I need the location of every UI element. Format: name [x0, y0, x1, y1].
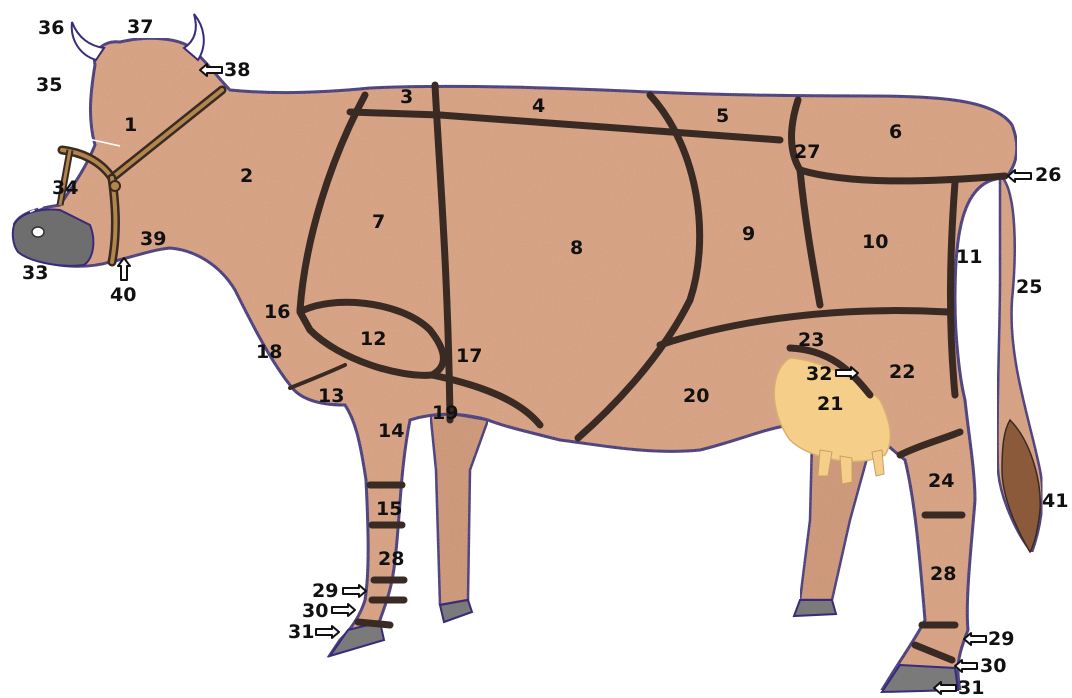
far-hind-leg — [800, 440, 872, 600]
region-label-16: 16 — [264, 301, 290, 323]
region-label-21: 21 — [817, 393, 843, 415]
region-label-14: 14 — [378, 420, 404, 442]
region-label-18: 18 — [256, 341, 282, 363]
region-label-38: 38 — [224, 59, 250, 81]
region-label-33: 33 — [22, 262, 48, 284]
region-label-29-front: 29 — [312, 580, 338, 602]
far-hind-hoof — [794, 600, 836, 616]
region-label-3: 3 — [400, 86, 413, 108]
region-label-5: 5 — [716, 105, 729, 127]
region-label-17: 17 — [456, 345, 482, 367]
far-front-hoof — [440, 600, 472, 622]
region-label-35: 35 — [36, 74, 62, 96]
region-label-40: 40 — [110, 284, 136, 306]
region-label-24: 24 — [928, 470, 954, 492]
arrow-icon — [316, 626, 339, 638]
region-label-30-hind: 30 — [980, 655, 1006, 677]
region-label-12: 12 — [360, 328, 386, 350]
region-label-2: 2 — [240, 165, 253, 187]
nostril — [32, 227, 44, 237]
region-label-28-front: 28 — [378, 548, 404, 570]
region-label-15: 15 — [376, 498, 402, 520]
region-label-41: 41 — [1042, 490, 1068, 512]
region-label-9: 9 — [742, 223, 755, 245]
left-horn — [72, 22, 104, 60]
arrow-icon — [332, 604, 355, 616]
region-label-32: 32 — [806, 363, 832, 385]
halter-ring — [110, 181, 120, 191]
region-label-22: 22 — [889, 361, 915, 383]
far-front-leg — [430, 410, 488, 605]
region-label-10: 10 — [862, 231, 888, 253]
region-label-8: 8 — [570, 237, 583, 259]
region-label-29-hind: 29 — [988, 628, 1014, 650]
region-label-28-hind: 28 — [930, 563, 956, 585]
region-label-7: 7 — [372, 211, 385, 233]
region-label-30-front: 30 — [302, 600, 328, 622]
region-label-23: 23 — [798, 329, 824, 351]
region-label-34: 34 — [52, 177, 78, 199]
region-label-31-hind: 31 — [958, 677, 984, 698]
arrow-icon — [343, 585, 366, 597]
region-label-1: 1 — [124, 114, 137, 136]
region-label-25: 25 — [1016, 276, 1042, 298]
teat — [872, 450, 884, 476]
tail-tuft — [1002, 420, 1040, 552]
region-label-4: 4 — [532, 95, 545, 117]
region-label-6: 6 — [889, 121, 902, 143]
arrow-icon — [1008, 170, 1031, 182]
region-label-27: 27 — [794, 141, 820, 163]
region-label-20: 20 — [683, 385, 709, 407]
teat — [840, 456, 852, 484]
region-label-26: 26 — [1035, 164, 1061, 186]
region-label-39: 39 — [140, 228, 166, 250]
region-label-11: 11 — [956, 246, 982, 268]
region-label-37: 37 — [127, 16, 153, 38]
region-label-36: 36 — [38, 17, 64, 39]
arrow-icon — [118, 258, 130, 280]
region-label-13: 13 — [318, 385, 344, 407]
region-label-19: 19 — [432, 402, 458, 424]
region-label-31-front: 31 — [288, 621, 314, 643]
